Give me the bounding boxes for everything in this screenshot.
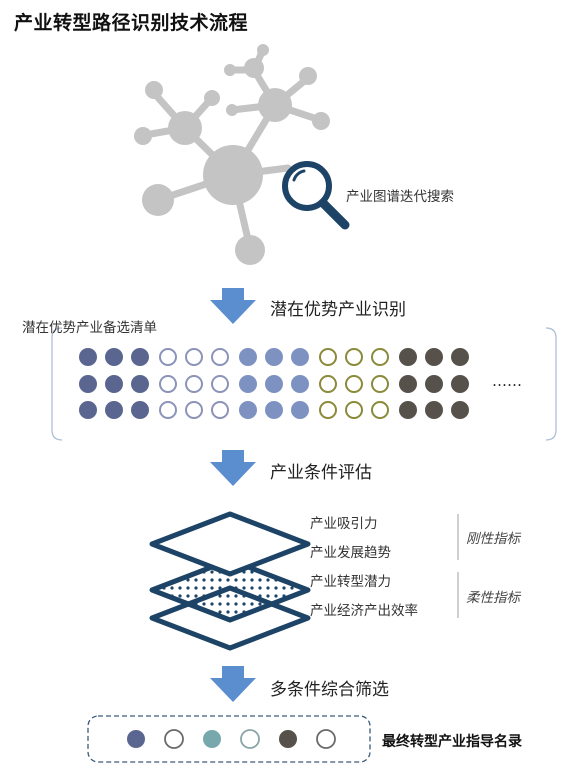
candidate-dot xyxy=(371,348,389,366)
final-dot xyxy=(279,730,297,748)
candidate-dot xyxy=(399,375,417,393)
candidate-dot xyxy=(211,348,229,366)
final-list-label: 最终转型产业指导名录 xyxy=(382,734,522,750)
candidate-dot xyxy=(105,401,123,419)
candidate-dot xyxy=(451,401,469,419)
layer-stack-icon xyxy=(149,511,311,651)
candidate-dot xyxy=(425,375,443,393)
final-dot xyxy=(164,729,184,749)
candidate-dot xyxy=(265,348,283,366)
candidate-dot xyxy=(159,348,177,366)
candidate-dot xyxy=(291,348,309,366)
candidate-dot xyxy=(211,401,229,419)
candidate-dot xyxy=(319,401,337,419)
candidate-dot xyxy=(291,401,309,419)
final-list-box xyxy=(87,715,371,763)
indicator-attractiveness: 产业吸引力 xyxy=(310,516,378,532)
candidate-dot xyxy=(399,401,417,419)
candidate-dot xyxy=(451,375,469,393)
candidate-dot xyxy=(211,375,229,393)
step-3-label: 多条件综合筛选 xyxy=(270,680,389,700)
final-dot xyxy=(240,729,260,749)
candidate-dot xyxy=(131,375,149,393)
candidate-dot xyxy=(159,375,177,393)
candidate-dot xyxy=(79,348,97,366)
step-1-label: 潜在优势产业识别 xyxy=(270,300,406,320)
candidate-dot xyxy=(185,348,203,366)
candidate-list-frame xyxy=(51,327,557,441)
final-dot xyxy=(203,730,221,748)
page-title: 产业转型路径识别技术流程 xyxy=(14,12,249,34)
candidate-dot xyxy=(345,348,363,366)
candidate-dot xyxy=(319,348,337,366)
step-arrow-2 xyxy=(210,450,256,486)
indicator-efficiency: 产业经济产出效率 xyxy=(310,603,418,619)
candidate-dot xyxy=(451,348,469,366)
more-ellipsis: …… xyxy=(492,372,522,390)
industry-graph-icon xyxy=(134,44,330,265)
candidate-dot-grid xyxy=(79,348,469,419)
candidate-dot xyxy=(319,375,337,393)
candidate-dot xyxy=(345,375,363,393)
candidate-dot xyxy=(239,401,257,419)
candidate-dot xyxy=(399,348,417,366)
candidate-dot xyxy=(79,401,97,419)
graph-search-label: 产业图谱迭代搜索 xyxy=(346,189,454,205)
final-dot xyxy=(316,729,336,749)
rigid-indicator-label: 刚性指标 xyxy=(466,531,520,547)
candidate-dot xyxy=(105,348,123,366)
candidate-dot xyxy=(185,401,203,419)
candidate-dot xyxy=(131,348,149,366)
candidate-dot xyxy=(79,375,97,393)
candidate-dot xyxy=(265,375,283,393)
candidate-dot xyxy=(265,401,283,419)
candidate-list-label: 潜在优势产业备选清单 xyxy=(22,320,157,336)
candidate-dot xyxy=(185,375,203,393)
candidate-dot xyxy=(425,348,443,366)
candidate-dot xyxy=(425,401,443,419)
indicator-potential: 产业转型潜力 xyxy=(310,574,391,590)
flexible-indicator-label: 柔性指标 xyxy=(466,590,520,606)
candidate-dot xyxy=(371,375,389,393)
candidate-dot xyxy=(105,375,123,393)
indicator-trend: 产业发展趋势 xyxy=(310,545,391,561)
candidate-dot xyxy=(239,375,257,393)
step-2-label: 产业条件评估 xyxy=(270,463,372,483)
candidate-dot xyxy=(159,401,177,419)
candidate-dot xyxy=(345,401,363,419)
magnifier-icon xyxy=(282,161,350,230)
candidate-dot xyxy=(291,375,309,393)
candidate-dot xyxy=(239,348,257,366)
candidate-dot xyxy=(131,401,149,419)
candidate-dot xyxy=(371,401,389,419)
final-dot xyxy=(127,730,145,748)
final-dot-row xyxy=(127,729,336,749)
step-arrow-3 xyxy=(210,666,256,702)
step-arrow-1 xyxy=(210,288,256,324)
